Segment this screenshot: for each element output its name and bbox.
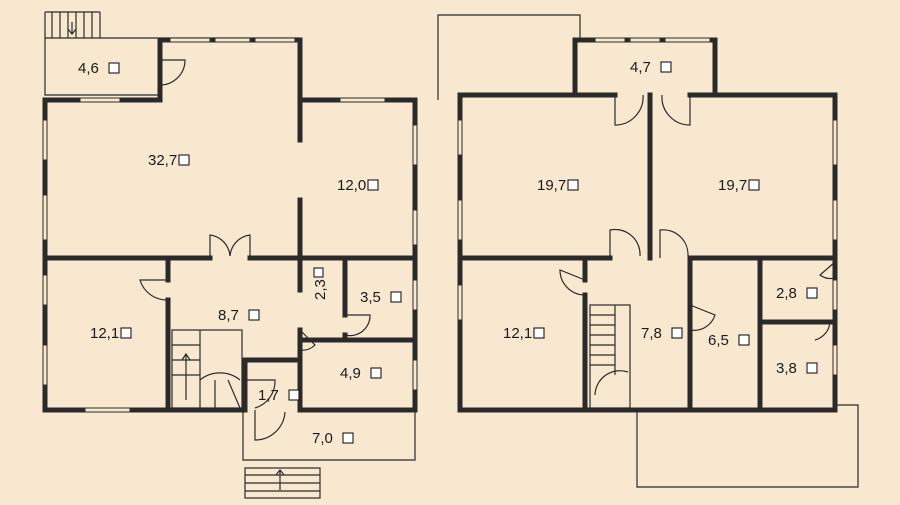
floor-2-plan <box>437 14 859 488</box>
r1-bedroom-area-label: 12,1 <box>90 325 132 342</box>
r2-wc-sqm-box-icon <box>806 287 818 299</box>
floor-1-staircase <box>171 329 243 409</box>
r1-terrace-area-label: 4,6 <box>78 60 120 77</box>
floor-1-terrace-railing <box>44 11 300 96</box>
floor-1-windows <box>42 37 418 413</box>
r2-bedroom-right-sqm-box-icon <box>748 179 760 191</box>
r1-vestibule-area-text: 1,7 <box>258 387 279 404</box>
r2-bedroom-small-area-text: 12,1 <box>503 325 532 342</box>
r2-balcony-area-text: 4,7 <box>630 59 651 76</box>
r2-bedroom-small-sqm-box-icon <box>533 327 545 339</box>
r2-hall-sqm-box-icon <box>671 327 683 339</box>
r1-porch-sqm-box-icon <box>342 432 354 444</box>
r1-hall-area-text: 8,7 <box>218 307 239 324</box>
r2-dressing-area-text: 6,5 <box>708 332 729 349</box>
r1-bath-sqm-box-icon <box>390 291 402 303</box>
r2-balcony-area-label: 4,7 <box>630 59 672 76</box>
r1-bath-area-text: 3,5 <box>360 289 381 306</box>
room-area-labels: 4,6 32,7 12,0 12,1 8,7 2,3 3,5 4,9 1,7 7,0 4,7 19,7… <box>78 59 818 447</box>
r2-bedroom-left-sqm-box-icon <box>567 179 579 191</box>
r1-porch-area-label: 7,0 <box>312 430 354 447</box>
r1-hall-area-label: 8,7 <box>218 307 260 324</box>
floor-2-upper-outline <box>437 14 581 100</box>
r1-living-area-label: 32,7 <box>148 152 190 169</box>
r2-balcony-sqm-box-icon <box>660 61 672 73</box>
floor-1-doors <box>139 59 371 441</box>
r2-bath-sqm-box-icon <box>806 362 818 374</box>
r1-terrace-sqm-box-icon <box>108 62 120 74</box>
r2-bath-area-label: 3,8 <box>776 360 818 377</box>
floor-1-plan <box>42 11 418 499</box>
r1-corridor-area-text: 2,3 <box>312 279 329 300</box>
r1-storage-sqm-box-icon <box>370 367 382 379</box>
r1-terrace-area-text: 4,6 <box>78 60 99 77</box>
r1-vestibule-area-label: 1,7 <box>258 387 300 404</box>
r2-bath-area-text: 3,8 <box>776 360 797 377</box>
r1-bath-area-label: 3,5 <box>360 289 402 306</box>
r1-hall-sqm-box-icon <box>248 309 260 321</box>
r1-kitchen-sqm-box-icon <box>367 179 379 191</box>
r1-corridor-area-label: 2,3 <box>312 267 329 300</box>
r2-wc-area-text: 2,8 <box>776 285 797 302</box>
r2-bedroom-right-area-label: 19,7 <box>718 177 760 194</box>
r1-vestibule-sqm-box-icon <box>288 389 300 401</box>
r2-bedroom-left-area-text: 19,7 <box>537 177 566 194</box>
floor-2-doors <box>559 94 836 341</box>
r2-hall-area-label: 7,8 <box>641 325 683 342</box>
r1-kitchen-area-text: 12,0 <box>337 177 366 194</box>
r2-bedroom-right-area-text: 19,7 <box>718 177 747 194</box>
r1-corridor-sqm-box-icon <box>313 267 324 278</box>
r1-kitchen-area-label: 12,0 <box>337 177 379 194</box>
r1-porch-area-text: 7,0 <box>312 430 333 447</box>
floor-2-lower-outline <box>636 404 859 488</box>
r1-bedroom-area-text: 12,1 <box>90 325 119 342</box>
r2-bedroom-left-area-label: 19,7 <box>537 177 579 194</box>
floor-2-staircase <box>589 304 631 409</box>
r2-wc-area-label: 2,8 <box>776 285 818 302</box>
r2-bedroom-small-area-label: 12,1 <box>503 325 545 342</box>
r1-living-area-text: 32,7 <box>148 152 177 169</box>
floor-2-walls <box>457 37 838 413</box>
floor-1-porch <box>242 410 416 499</box>
r1-storage-area-text: 4,9 <box>340 365 361 382</box>
r1-storage-area-label: 4,9 <box>340 365 382 382</box>
r2-dressing-sqm-box-icon <box>738 334 750 346</box>
r1-living-sqm-box-icon <box>178 154 190 166</box>
r2-hall-area-text: 7,8 <box>641 325 662 342</box>
floor-2-windows <box>457 37 838 376</box>
r2-dressing-area-label: 6,5 <box>708 332 750 349</box>
r1-bedroom-sqm-box-icon <box>120 327 132 339</box>
